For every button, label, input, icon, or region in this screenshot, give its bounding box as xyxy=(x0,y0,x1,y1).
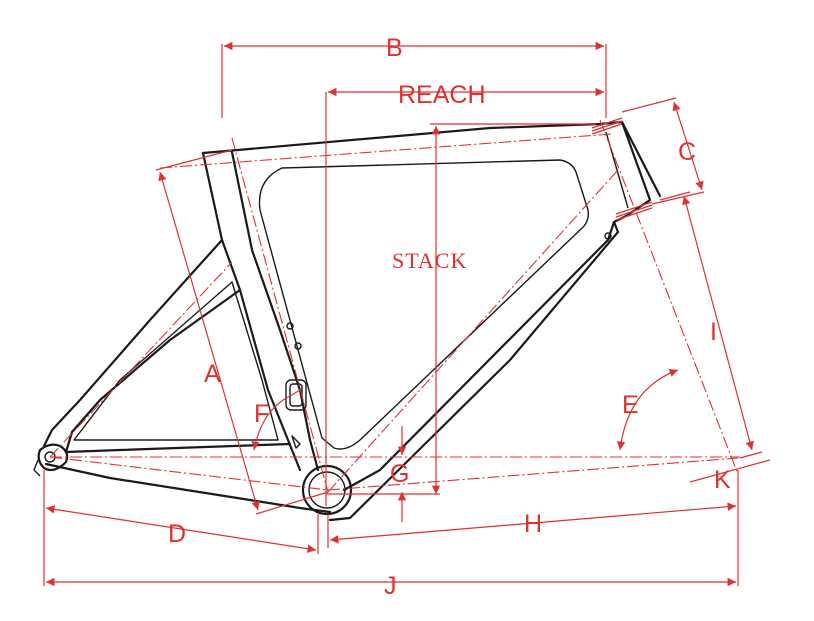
label-h: H xyxy=(524,510,542,538)
label-f: F xyxy=(254,400,269,428)
main-triangle-window xyxy=(258,159,590,450)
bottom-bracket-inner xyxy=(308,471,346,509)
bottom-bracket-shell xyxy=(301,464,353,516)
derailleur-hanger xyxy=(33,459,41,477)
dimension-h-line xyxy=(329,502,737,544)
down-tube-lower-edge xyxy=(328,220,620,522)
label-j: J xyxy=(384,572,397,600)
head-tube-centerline xyxy=(599,119,739,475)
dimensions xyxy=(43,41,771,587)
upper-headset-hatch xyxy=(591,117,623,135)
seat-stay-upper xyxy=(42,238,224,448)
bottle-boss-2 xyxy=(294,342,302,350)
rear-triangle-window xyxy=(73,281,279,441)
centerlines xyxy=(49,119,740,493)
bottle-boss-3 xyxy=(604,232,612,240)
chain-stay-upper xyxy=(64,442,292,454)
label-d: D xyxy=(168,520,186,548)
bottle-boss-1 xyxy=(286,322,294,330)
label-b: B xyxy=(386,34,403,62)
label-reach: REACH xyxy=(398,81,486,109)
lower-headset-hatch xyxy=(615,201,653,221)
dimension-e-arc xyxy=(616,368,679,451)
bb-to-front-axle xyxy=(327,457,739,491)
headset-bearings xyxy=(591,117,653,221)
label-a: A xyxy=(204,360,221,388)
frame-outline xyxy=(33,120,662,522)
dimension-d-line xyxy=(45,505,317,553)
down-tube-upper-edge xyxy=(342,220,616,492)
dimension-labels: B REACH C STACK A I F E G K D H J xyxy=(168,34,731,600)
dimension-i-line xyxy=(682,195,754,451)
head-tube-front xyxy=(620,120,662,198)
dimension-k-line xyxy=(689,459,771,483)
label-stack: STACK xyxy=(392,248,467,273)
label-k: K xyxy=(714,466,731,494)
dimension-c-line xyxy=(672,101,704,191)
dimension-f-arc xyxy=(251,395,291,451)
chain-stay-centerline xyxy=(49,456,329,491)
label-c: C xyxy=(678,138,696,166)
cable-port xyxy=(291,435,301,449)
label-i: I xyxy=(710,318,717,346)
top-tube-outer xyxy=(201,120,652,224)
label-e: E xyxy=(622,391,639,419)
front-derailleur-mount xyxy=(285,379,307,411)
seat-tube-front xyxy=(201,151,302,472)
rear-dropout xyxy=(37,443,69,472)
down-tube-centerline xyxy=(327,169,619,493)
top-tube-centerline xyxy=(159,133,613,169)
label-g: G xyxy=(390,460,409,488)
dimension-a-line xyxy=(158,171,260,511)
